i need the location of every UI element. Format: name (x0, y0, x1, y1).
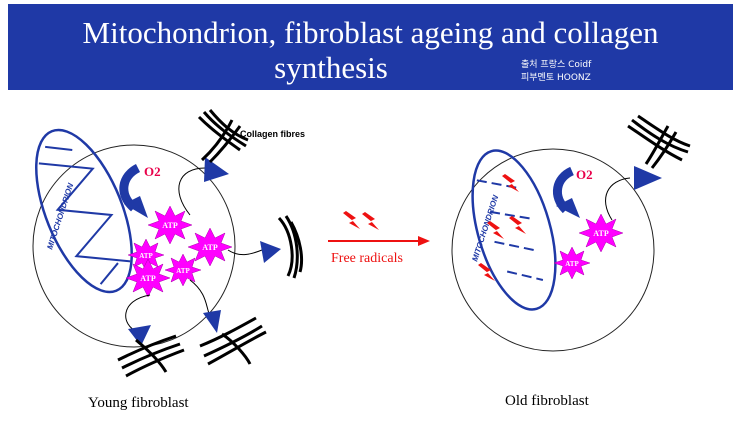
young-atp-label-5: ATP (140, 274, 156, 283)
old-collagen-bundle (627, 114, 691, 169)
young-fibroblast: MITOCHONDRION O2 ATP ATP ATP ATP ATP (32, 109, 305, 378)
old-mitochondrion (471, 149, 557, 311)
young-triangle-2 (260, 241, 281, 263)
young-atp-label-2: ATP (202, 243, 218, 252)
free-radicals-label: Free radicals (331, 251, 403, 266)
young-atp-label-3: ATP (139, 252, 153, 260)
young-triangle-3 (203, 310, 221, 333)
title-line-1: Mitochondrion, fibroblast ageing and col… (82, 15, 659, 50)
old-atp-label-1: ATP (593, 229, 609, 238)
young-mitochondrion (35, 128, 133, 294)
radical-bolt-2 (362, 212, 379, 230)
old-radical-bolt-2 (487, 221, 504, 239)
old-radical-bolt-1 (502, 174, 519, 192)
young-atp-burst-3: ATP (127, 238, 165, 272)
young-atp-burst-1: ATP (147, 205, 193, 245)
young-cell-membrane (32, 144, 236, 348)
young-triangle-1 (204, 157, 229, 182)
title-bar: Mitochondrion, fibroblast ageing and col… (8, 4, 733, 90)
collagen-fibres-label: Collagen fibres (240, 129, 305, 139)
free-radicals-transition: Free radicals (328, 211, 430, 266)
old-fibroblast: MITOCHONDRION O2 ATP ATP (451, 114, 691, 352)
old-fibroblast-caption: Old fibroblast (505, 393, 589, 409)
young-collagen-bundle-bottom-left (117, 334, 185, 378)
old-o2-label: O2 (576, 167, 593, 182)
young-collagen-bundle-top (197, 109, 249, 164)
old-triangle (634, 166, 662, 190)
young-atp-burst-2: ATP (187, 227, 233, 267)
young-o2-label: O2 (144, 164, 161, 179)
old-atp-label-2: ATP (565, 260, 579, 268)
young-transport-line-2 (227, 249, 263, 256)
young-collagen-bundle-bottom-right (199, 316, 267, 366)
radical-bolt-1 (343, 211, 360, 229)
old-atp-burst-1: ATP (578, 213, 624, 253)
old-cell-membrane (451, 148, 655, 352)
old-atp-burst-2: ATP (553, 246, 591, 280)
young-atp-label-1: ATP (162, 221, 178, 230)
old-radical-bolt-3 (509, 216, 526, 234)
source-credit-line-2: 피부멘토 HOONZ (521, 73, 591, 83)
young-mitochondrion-label: MITOCHONDRION (45, 182, 75, 251)
old-transport-line (605, 177, 631, 221)
young-atp-burst-5: ATP (125, 258, 171, 298)
free-radicals-arrowhead (418, 236, 430, 246)
title-line-2: synthesis (274, 50, 388, 85)
young-collagen-bundle-right (277, 215, 304, 279)
young-transport-line-1 (178, 167, 206, 216)
young-fibroblast-caption: Young fibroblast (88, 395, 189, 411)
old-o2-arrowhead (556, 198, 580, 218)
young-triangle-4 (128, 325, 151, 346)
young-o2-arrowhead (124, 196, 148, 218)
source-credit-line-1: 출처 프랑스 Coidf (521, 60, 592, 70)
young-atp-label-4: ATP (176, 267, 190, 275)
young-atp-burst-4: ATP (164, 253, 202, 287)
